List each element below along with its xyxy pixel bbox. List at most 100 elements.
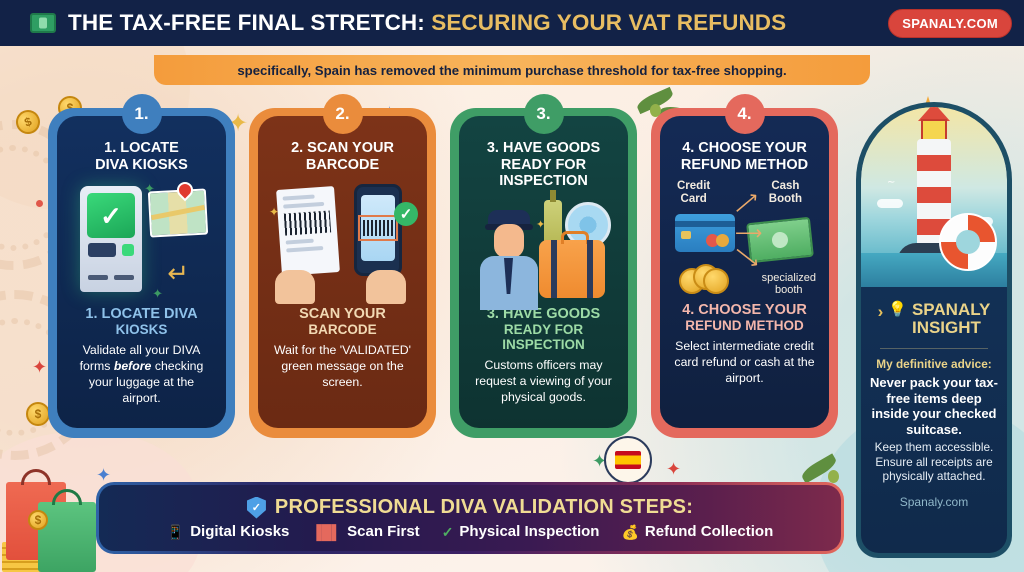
page-title-accent: SECURING YOUR VAT REFUNDS [431,10,787,35]
brand-badge[interactable]: SPANALY.COM [888,8,1012,38]
step-card-1-subtitle: 1. LOCATE DIVA KIOSKS [85,306,197,337]
coins-stack-icon [679,260,729,294]
refund-method-diagram: Credit Card Cash Booth ⟶ ⟶ [671,180,818,296]
banner-items-row: 📱 Digital Kiosks ▐█▌ Scan First ✓ Physic… [167,523,773,540]
kiosk-led-icon [122,244,134,256]
banner-item-label: Digital Kiosks [190,523,290,540]
arrow-up-icon: ⟶ [729,186,764,221]
hand-left-icon [275,270,315,304]
officer-tie-icon [504,258,513,295]
officer-face-icon [494,224,524,259]
banner-item-label: Physical Inspection [459,523,600,540]
step-card-1-body-emphasis: before [113,359,152,374]
smartphone-icon [354,184,402,276]
validated-check-icon: ✓ [394,202,418,226]
kiosk-slot-icon [114,275,134,280]
step-card-1-inner: 1. LOCATE DIVA KIOSKS ✓ ↵ ✦ ✦ [57,116,226,428]
step-card-4-body: Select intermediate credit card refund o… [674,339,815,386]
gold-coin-icon: $ [26,402,50,426]
step-card-2-subtitle: SCAN YOUR BARCODE [299,306,386,337]
kiosk-keypad-icon [88,243,116,257]
page-title-primary: THE TAX-FREE FINAL STRETCH: [68,10,425,35]
banner-title-row: ✓ PROFESSIONAL DIVA VALIDATION STEPS: [246,496,694,519]
customs-illustration: ✦ [470,190,617,311]
cloud-icon [877,199,903,208]
insight-header: › 💡 SPANALY INSIGHT [870,301,999,337]
barcode-scan-illustration: ✓ ✦ [269,180,418,304]
lightbulb-icon: 💡 [888,301,907,318]
step-card-1-subtitle-line2: KIOSKS [115,322,168,338]
cash-booth-label: Cash Booth [768,180,802,205]
step-card-4-subtitle-line2: REFUND METHOD [685,318,804,334]
barcode-scan-icon: ▐█▌ [311,523,342,540]
step-card-2-title-line1: 2. SCAN YOUR [291,140,394,156]
step-card-2-inner: 2. SCAN YOUR BARCODE [258,116,427,428]
map-icon [147,188,209,238]
step-card-2[interactable]: 2. 2. SCAN YOUR BARCODE [249,94,436,438]
validation-steps-banner: ✓ PROFESSIONAL DIVA VALIDATION STEPS: 📱 … [96,482,844,554]
validation-steps-banner-inner: ✓ PROFESSIONAL DIVA VALIDATION STEPS: 📱 … [99,485,841,551]
banner-item-label: Scan First [347,523,420,540]
banner-item-refund-collection[interactable]: 💰 Refund Collection [621,523,773,540]
lighthouse-illustration: ∼ [861,107,1007,287]
kiosk-slot-icon [88,275,108,280]
step-card-1[interactable]: 1. 1. LOCATE DIVA KIOSKS ✓ ↵ [48,94,235,438]
step-card-3[interactable]: 3. 3. HAVE GOODS READY FOR INSPECTION [450,94,637,438]
step-card-2-body: Wait for the 'VALIDATED' green message o… [273,343,412,390]
step-number-badge: 1. [121,94,162,134]
step-number-badge: 2. [322,94,363,134]
step-card-3-title-line2: READY FOR [500,156,587,173]
hand-right-icon [366,270,406,304]
insight-divider [880,347,988,349]
insight-main-advice: Never pack your tax-free items deep insi… [870,374,998,438]
mobile-phone-icon: 📱 [166,523,185,540]
credit-card-icon [675,214,735,252]
step-card-1-title: 1. LOCATE DIVA KIOSKS [95,140,188,174]
subtitle-text: specifically, Spain has removed the mini… [237,62,787,78]
step-card-4-title-line2: REFUND METHOD [680,156,809,173]
step-card-3-body: Customs officers may request a viewing o… [475,358,612,405]
step-card-3-subtitle-line1: 3. HAVE GOODS [486,306,601,323]
step-card-3-title-line1: 3. HAVE GOODS [486,140,601,156]
banner-item-physical-inspection[interactable]: ✓ Physical Inspection [442,523,600,540]
specialized-booth-label: specialized booth [761,271,816,296]
step-card-4-title: 4. CHOOSE YOUR REFUND METHOD [681,140,808,174]
insight-sub-advice: Keep them accessible. Ensure all receipt… [874,440,994,483]
step-card-3-title-line3: INSPECTION [499,173,588,190]
step-card-1-body-post: checking your luggage at the airport. [88,359,204,406]
seagull-icon: ∼ [887,177,896,188]
step-card-1-body-pre: Validate all your DIVA forms [79,343,201,374]
arrow-right-icon: ⟶ [735,223,763,244]
kiosk-illustration: ✓ ↵ ✦ ✦ [68,178,215,300]
step-card-4-subtitle: 4. CHOOSE YOUR REFUND METHOD [682,302,807,333]
return-arrow-icon: ↵ [167,258,189,288]
step-card-1-body: Validate all your DIVA forms before chec… [68,343,215,407]
banner-item-digital-kiosks[interactable]: 📱 Digital Kiosks [167,523,290,540]
credit-card-label: Credit Card [677,180,711,205]
subtitle-ribbon: specifically, Spain has removed the mini… [154,55,870,85]
step-card-1-title-line2: DIVA KIOSKS [95,156,188,173]
barcode-icon [283,210,332,236]
insight-panel[interactable]: ∼ › 💡 SPANALY INSIGHT My definitive advi… [856,102,1012,558]
lighthouse-roof-icon [918,107,950,121]
sparkle-icon: ✦ [96,465,112,485]
shopping-bag-green-icon [38,489,96,572]
step-card-3-inner: 3. HAVE GOODS READY FOR INSPECTION [459,116,628,428]
step-number-badge: 4. [724,94,765,134]
suitcase-icon [539,231,605,299]
banner-item-label: Refund Collection [644,523,774,540]
banner-item-scan-first[interactable]: ▐█▌ Scan First [311,523,419,540]
chevron-right-icon: › [877,302,884,321]
customs-officer-icon [478,210,540,311]
insight-title-line1: SPANALY [911,300,991,319]
shield-check-icon: ✓ [441,523,454,540]
step-card-4-inner: 4. CHOOSE YOUR REFUND METHOD Credit Card… [660,116,829,428]
step-card-4[interactable]: 4. 4. CHOOSE YOUR REFUND METHOD Credit C… [651,94,838,438]
step-card-1-subtitle-line1: 1. LOCATE DIVA [85,306,198,322]
shield-check-icon: ✓ [246,496,266,519]
insight-lead: My definitive advice: [876,356,992,371]
step-card-4-subtitle-line1: 4. CHOOSE YOUR [682,302,807,318]
banner-title: PROFESSIONAL DIVA VALIDATION STEPS: [274,496,694,518]
insight-url[interactable]: Spanaly.com [899,495,969,510]
sparkle-icon: ✦ [666,459,682,479]
